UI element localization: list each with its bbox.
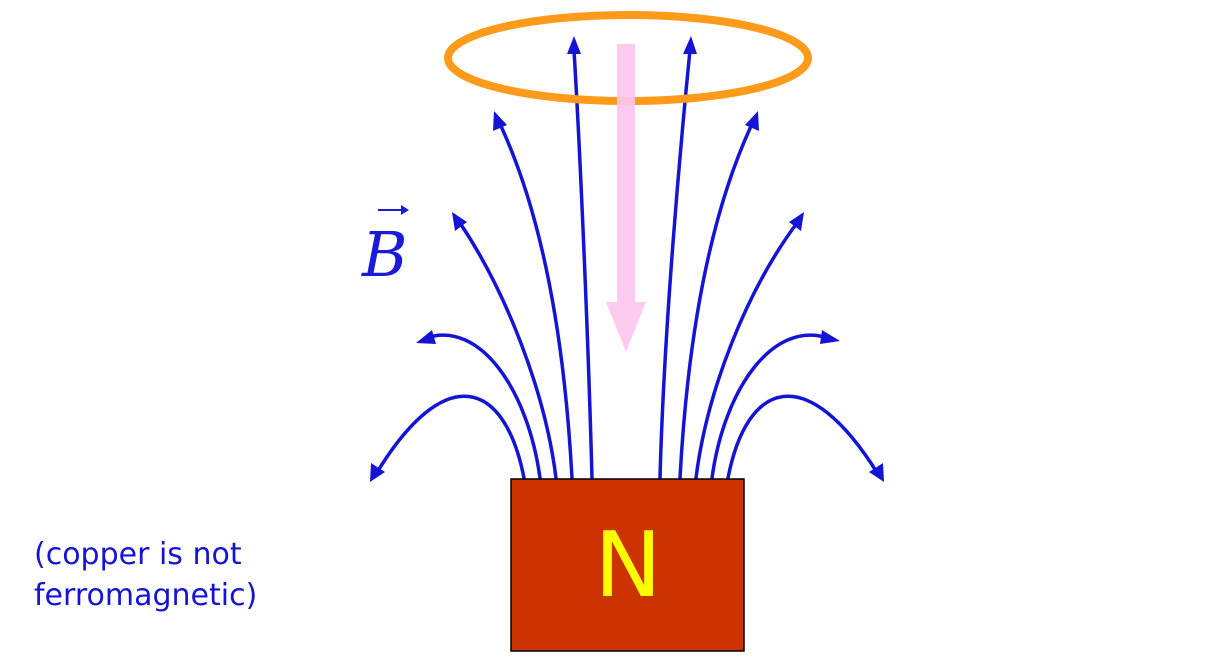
bar-magnet: N: [510, 478, 745, 652]
arrowhead-left-2: [493, 111, 507, 131]
arrowhead-right-2: [745, 111, 759, 131]
field-line-left-4: [424, 333, 542, 480]
field-line-right-5: [726, 394, 880, 480]
note-line-2: ferromagnetic): [34, 578, 258, 613]
note-text: (copper is not ferromagnetic): [34, 534, 257, 616]
field-line-right-2: [678, 122, 754, 480]
arrowhead-left-5: [370, 463, 385, 482]
vector-arrow-head: [401, 205, 409, 215]
field-line-arrowheads: [370, 36, 884, 482]
arrowhead-right-5: [869, 463, 884, 482]
field-line-right-3: [694, 221, 799, 480]
note-line-1: (copper is not: [34, 537, 242, 572]
field-label-text: B: [361, 218, 408, 291]
field-line-left-3: [458, 221, 558, 480]
arrowhead-right-3: [789, 212, 804, 231]
induced-field-arrow: [606, 44, 646, 352]
field-line-left-5: [374, 394, 526, 480]
magnet-body: [510, 478, 745, 652]
field-line-left-2: [498, 122, 574, 480]
arrowhead-left-4: [416, 330, 436, 344]
field-line-right-4: [710, 333, 830, 480]
arrowhead-right-1: [683, 36, 697, 54]
field-vector-label: B: [361, 205, 409, 291]
arrowhead-left-3: [452, 212, 467, 231]
magnetic-field-lines: [374, 48, 880, 480]
arrowhead-left-1: [567, 36, 581, 54]
field-line-right-1: [658, 48, 692, 480]
arrowhead-right-4: [820, 330, 840, 344]
north-pole-label: N: [594, 513, 661, 618]
field-line-left-1: [572, 48, 594, 480]
